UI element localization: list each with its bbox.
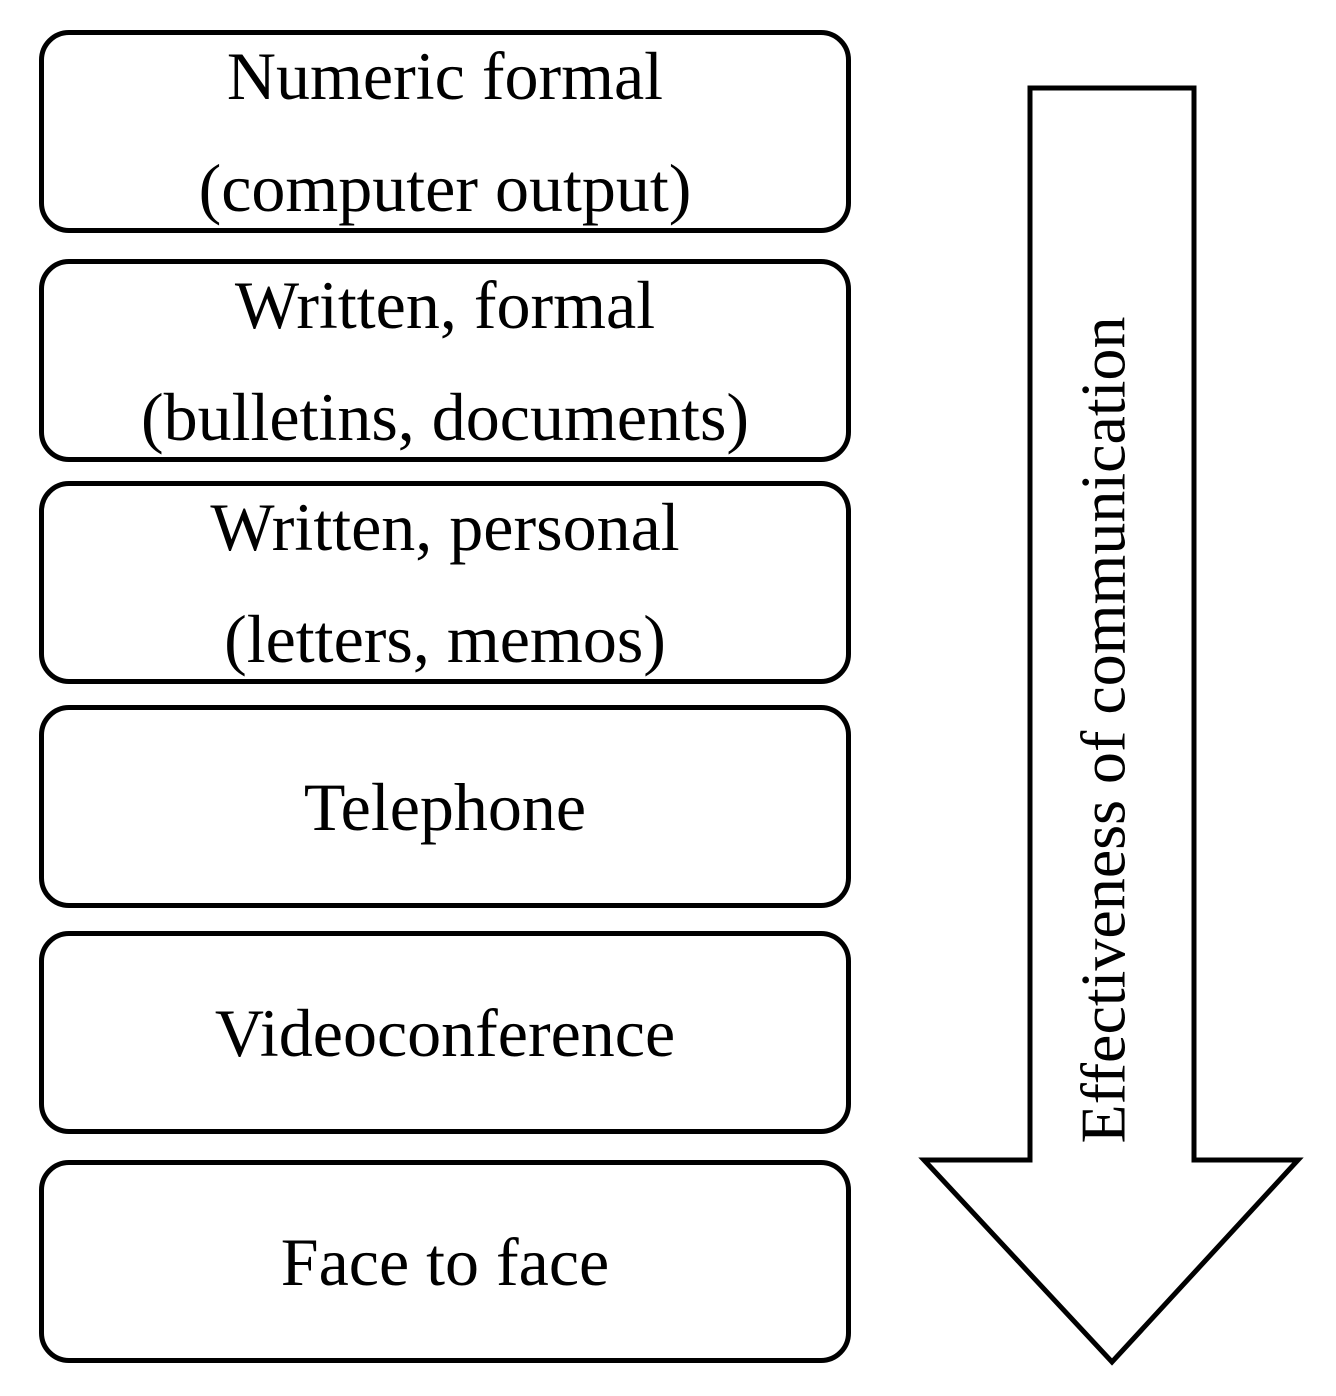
box-line: (bulletins, documents): [140, 378, 750, 455]
box-line: Face to face: [280, 1223, 610, 1300]
box-line: Videoconference: [214, 994, 676, 1071]
box-telephone: Telephone: [39, 705, 851, 908]
box-line: Written, formal: [234, 266, 656, 343]
box-line: (letters, memos): [224, 600, 666, 677]
box-numeric-formal: Numeric formal (computer output): [39, 30, 851, 233]
down-arrow-shape: [918, 85, 1304, 1366]
box-line: (computer output): [198, 149, 692, 226]
box-written-personal: Written, personal (letters, memos): [39, 481, 851, 684]
box-face-to-face: Face to face: [39, 1160, 851, 1363]
box-videoconference: Videoconference: [39, 931, 851, 1134]
box-written-formal: Written, formal (bulletins, documents): [39, 259, 851, 462]
box-line: Numeric formal: [226, 37, 664, 114]
box-line: Written, personal: [210, 488, 680, 565]
arrow-label: Effectiveness of communication: [1068, 317, 1139, 1144]
box-line: Telephone: [303, 768, 587, 845]
